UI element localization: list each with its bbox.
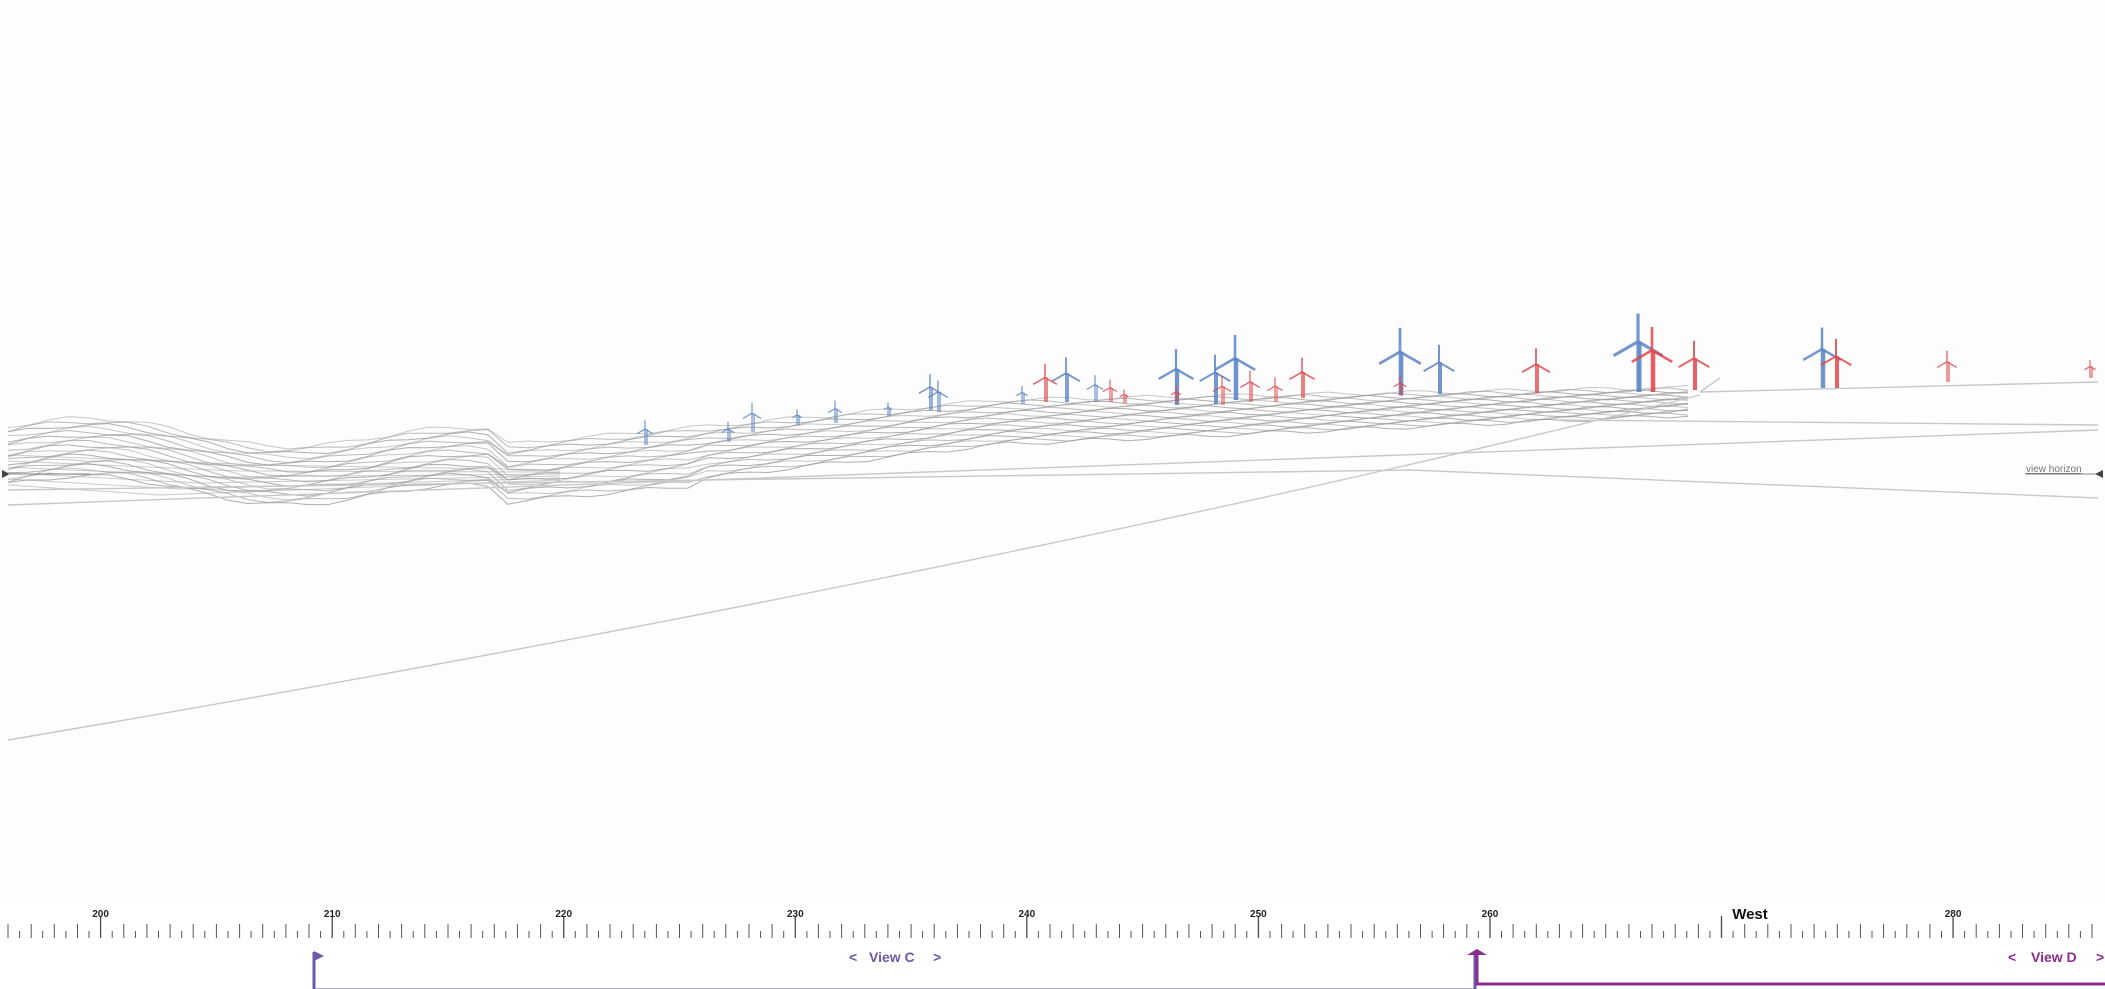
terrain-contour-line — [7, 400, 1689, 479]
view-c-label: View C — [869, 949, 915, 965]
wind-turbine-icon — [721, 421, 735, 442]
terrain-contour-line — [7, 403, 1689, 483]
view-d-bracket: < View D > — [1467, 949, 2105, 986]
perspective-line-far — [1559, 419, 2099, 426]
terrain-foreground-line — [7, 460, 561, 473]
perspective-line-right — [1699, 381, 2099, 393]
ruler-degree-label: 200 — [92, 909, 109, 920]
perspective-line-upper — [7, 429, 2099, 506]
wind-turbine-icon — [742, 402, 762, 432]
wind-turbine-icon — [927, 380, 949, 412]
ruler-degree-label: 280 — [1945, 909, 1962, 920]
perspective-line-lower — [7, 469, 2099, 499]
degree-ruler: 200 210 220 230 240 250 260 280 — [7, 909, 2093, 938]
wind-turbine-icon — [637, 420, 653, 445]
view-d-prev-button[interactable]: < — [2008, 949, 2016, 965]
ruler-degree-label: 210 — [324, 909, 341, 920]
view-d-start-flag-icon[interactable] — [1467, 949, 1487, 955]
wind-turbine-icon — [1393, 375, 1407, 396]
terrain-contour-line — [7, 387, 1689, 453]
wind-turbine-icon — [827, 400, 843, 423]
wind-turbine-icon — [883, 402, 893, 416]
wind-turbine-icon — [2084, 360, 2096, 378]
terrain-foreground-line — [7, 454, 561, 471]
view-c-start-flag-icon[interactable] — [314, 951, 324, 961]
wind-turbine-icon — [1170, 386, 1182, 402]
ruler-degree-label: 240 — [1018, 909, 1035, 920]
wind-turbine-icon — [1612, 313, 1664, 392]
terrain-contour-line — [7, 414, 1689, 506]
wind-turbine-icon — [791, 409, 803, 425]
view-c-range-line — [312, 952, 1477, 989]
view-c-bracket: < View C > — [312, 949, 1477, 989]
view-d-range-line — [1475, 952, 2105, 986]
wind-turbine-icon — [1936, 350, 1958, 382]
ruler-degree-label: 220 — [555, 909, 572, 920]
wind-turbine-icon — [1423, 344, 1455, 394]
compass-west-label: West — [1732, 906, 1768, 923]
terrain-foreground-line — [7, 479, 561, 496]
wind-turbine-icon — [1051, 357, 1081, 402]
terrain-foreground-line — [7, 472, 561, 484]
view-c-next-button[interactable]: > — [933, 949, 941, 965]
perspective-tick — [1699, 377, 1721, 393]
view-d-next-button[interactable]: > — [2096, 949, 2104, 965]
wind-turbine-icon — [1102, 379, 1118, 402]
wind-turbine-icon — [1016, 386, 1028, 404]
wind-turbine-icon — [1521, 348, 1551, 393]
view-d-label: View D — [2031, 949, 2077, 965]
wind-turbines — [637, 313, 2096, 445]
wind-turbine-icon — [1289, 357, 1315, 398]
ruler-degree-label: 260 — [1482, 909, 1499, 920]
wind-turbine-icon — [1820, 338, 1852, 388]
ruler-degree-label: 230 — [787, 909, 804, 920]
terrain-foreground-line — [7, 477, 561, 490]
horizon-left-arrow-icon — [2, 470, 10, 478]
wind-turbine-icon — [1267, 377, 1283, 402]
wind-turbine-icon — [1678, 340, 1710, 390]
view-horizon-marker: view horizon — [2, 464, 2103, 478]
wind-turbine-icon — [1239, 370, 1261, 402]
terrain-contour-line — [7, 394, 1689, 466]
perspective-curve — [7, 394, 1701, 741]
perspective-lines — [7, 377, 2099, 741]
horizon-right-arrow-icon — [2095, 470, 2103, 478]
terrain-foreground-line — [7, 466, 561, 478]
wind-turbine-icon — [1214, 335, 1256, 400]
terrain-contour-line — [7, 409, 1689, 501]
wind-turbine-icon — [1032, 363, 1058, 402]
wind-turbine-icon — [1212, 375, 1232, 405]
view-c-prev-button[interactable]: < — [849, 949, 857, 965]
ruler-degree-label: 250 — [1250, 909, 1267, 920]
wind-turbine-icon — [1119, 389, 1129, 403]
wind-turbine-icon — [1631, 327, 1673, 392]
viewport-background — [0, 0, 2105, 900]
wind-turbine-icon — [1086, 375, 1104, 402]
view-horizon-label: view horizon — [2026, 464, 2082, 475]
terrain-contour-line — [7, 405, 1689, 490]
terrain-contour-line — [7, 412, 1689, 504]
